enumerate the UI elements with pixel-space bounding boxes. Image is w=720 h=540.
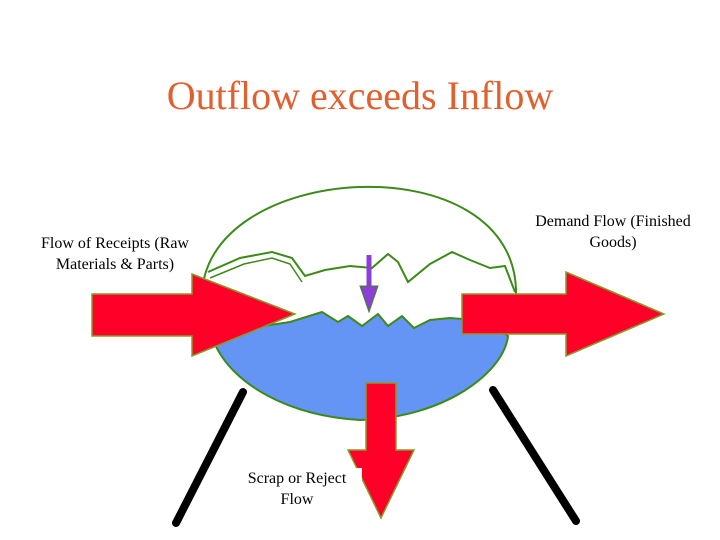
level-drop-marker-head bbox=[360, 286, 378, 312]
bowl-dome bbox=[202, 187, 516, 300]
inflow-label: Flow of Receipts (Raw Materials & Parts) bbox=[40, 233, 190, 275]
previous-level-line-2 bbox=[210, 258, 302, 282]
right-leg bbox=[493, 390, 576, 521]
demand-flow-label: Demand Flow (Finished Goods) bbox=[518, 211, 708, 253]
scrap-flow-label: Scrap or Reject Flow bbox=[232, 468, 362, 510]
